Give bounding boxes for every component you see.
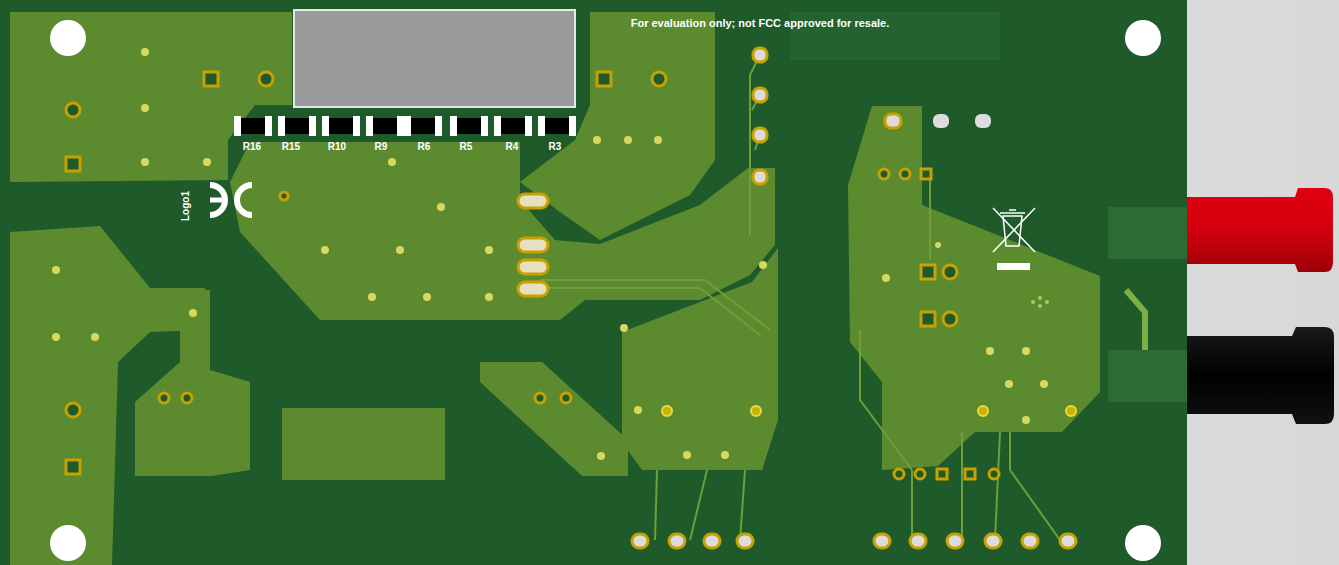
part-designator: R9 <box>375 141 388 152</box>
test-pad <box>885 114 901 128</box>
label-anchor: R5 <box>460 136 473 154</box>
label-anchor: R4 <box>506 136 519 154</box>
logo-mark <box>210 185 252 215</box>
test-pad <box>753 128 767 142</box>
label-anchor: For evaluation only; not FCC approved fo… <box>631 13 890 31</box>
resistor-pad <box>309 116 316 136</box>
resistor-pad <box>265 116 272 136</box>
resistor-pad <box>404 116 411 136</box>
part-designator: R5 <box>460 141 473 152</box>
resistor-pad <box>278 116 285 136</box>
resistor-body <box>285 118 309 134</box>
part-designator: R3 <box>549 141 562 152</box>
test-pad <box>910 534 926 548</box>
banana-terminal-black <box>1108 327 1334 424</box>
label-anchor: Logo1 <box>175 191 193 221</box>
logo-designator: Logo1 <box>180 191 191 221</box>
test-pad <box>753 88 767 102</box>
resistor-pad <box>494 116 501 136</box>
test-pad <box>985 534 1001 548</box>
test-pad <box>632 48 1076 548</box>
resistor-pad <box>538 116 545 136</box>
resistor-pad <box>525 116 532 136</box>
resistor-body <box>373 118 397 134</box>
test-pad <box>947 534 963 548</box>
resistor-body <box>545 118 569 134</box>
label-anchor: R16 <box>243 136 261 154</box>
label-anchor: R15 <box>282 136 300 154</box>
resistor-pad <box>481 116 488 136</box>
resistor-pad <box>322 116 329 136</box>
resistor-body <box>329 118 353 134</box>
via <box>52 48 1048 460</box>
through-hole-pad <box>66 72 999 479</box>
test-pad <box>1060 534 1076 548</box>
resistor-footprint <box>234 116 576 136</box>
test-pad <box>1022 534 1038 548</box>
part-designator: R15 <box>282 141 300 152</box>
resistor-body <box>241 118 265 134</box>
connector-pad <box>518 194 548 296</box>
resistor-pad <box>450 116 457 136</box>
label-anchor: R9 <box>375 136 388 154</box>
test-pad <box>975 114 991 128</box>
label-anchor: R3 <box>549 136 562 154</box>
mounting-hole <box>50 20 1161 561</box>
trace <box>540 55 1145 540</box>
banana-terminal-red <box>1108 188 1333 272</box>
test-pad <box>933 114 949 128</box>
test-pad <box>632 534 648 548</box>
resistor-pad <box>435 116 442 136</box>
board-note: For evaluation only; not FCC approved fo… <box>631 17 890 29</box>
resistor-body <box>457 118 481 134</box>
resistor-body <box>411 118 435 134</box>
test-pad <box>753 170 767 184</box>
test-pad <box>874 534 890 548</box>
thermal-via <box>662 406 1076 416</box>
test-pad <box>669 534 685 548</box>
resistor-pad <box>353 116 360 136</box>
label-anchor: R10 <box>328 136 346 154</box>
part-designator: R16 <box>243 141 261 152</box>
part-designator: R6 <box>418 141 431 152</box>
test-pad <box>737 534 753 548</box>
resistor-body <box>501 118 525 134</box>
resistor-pad <box>234 116 241 136</box>
weee-symbol <box>993 208 1035 270</box>
component-outline <box>294 10 575 107</box>
pcb-board <box>0 0 1187 565</box>
label-anchor: R6 <box>418 136 431 154</box>
via-cluster <box>1031 296 1049 308</box>
test-pad <box>704 534 720 548</box>
resistor-pad <box>397 116 404 136</box>
resistor-pad <box>366 116 373 136</box>
test-pad <box>753 48 767 62</box>
resistor-pad <box>569 116 576 136</box>
part-designator: R10 <box>328 141 346 152</box>
part-designator: R4 <box>506 141 519 152</box>
